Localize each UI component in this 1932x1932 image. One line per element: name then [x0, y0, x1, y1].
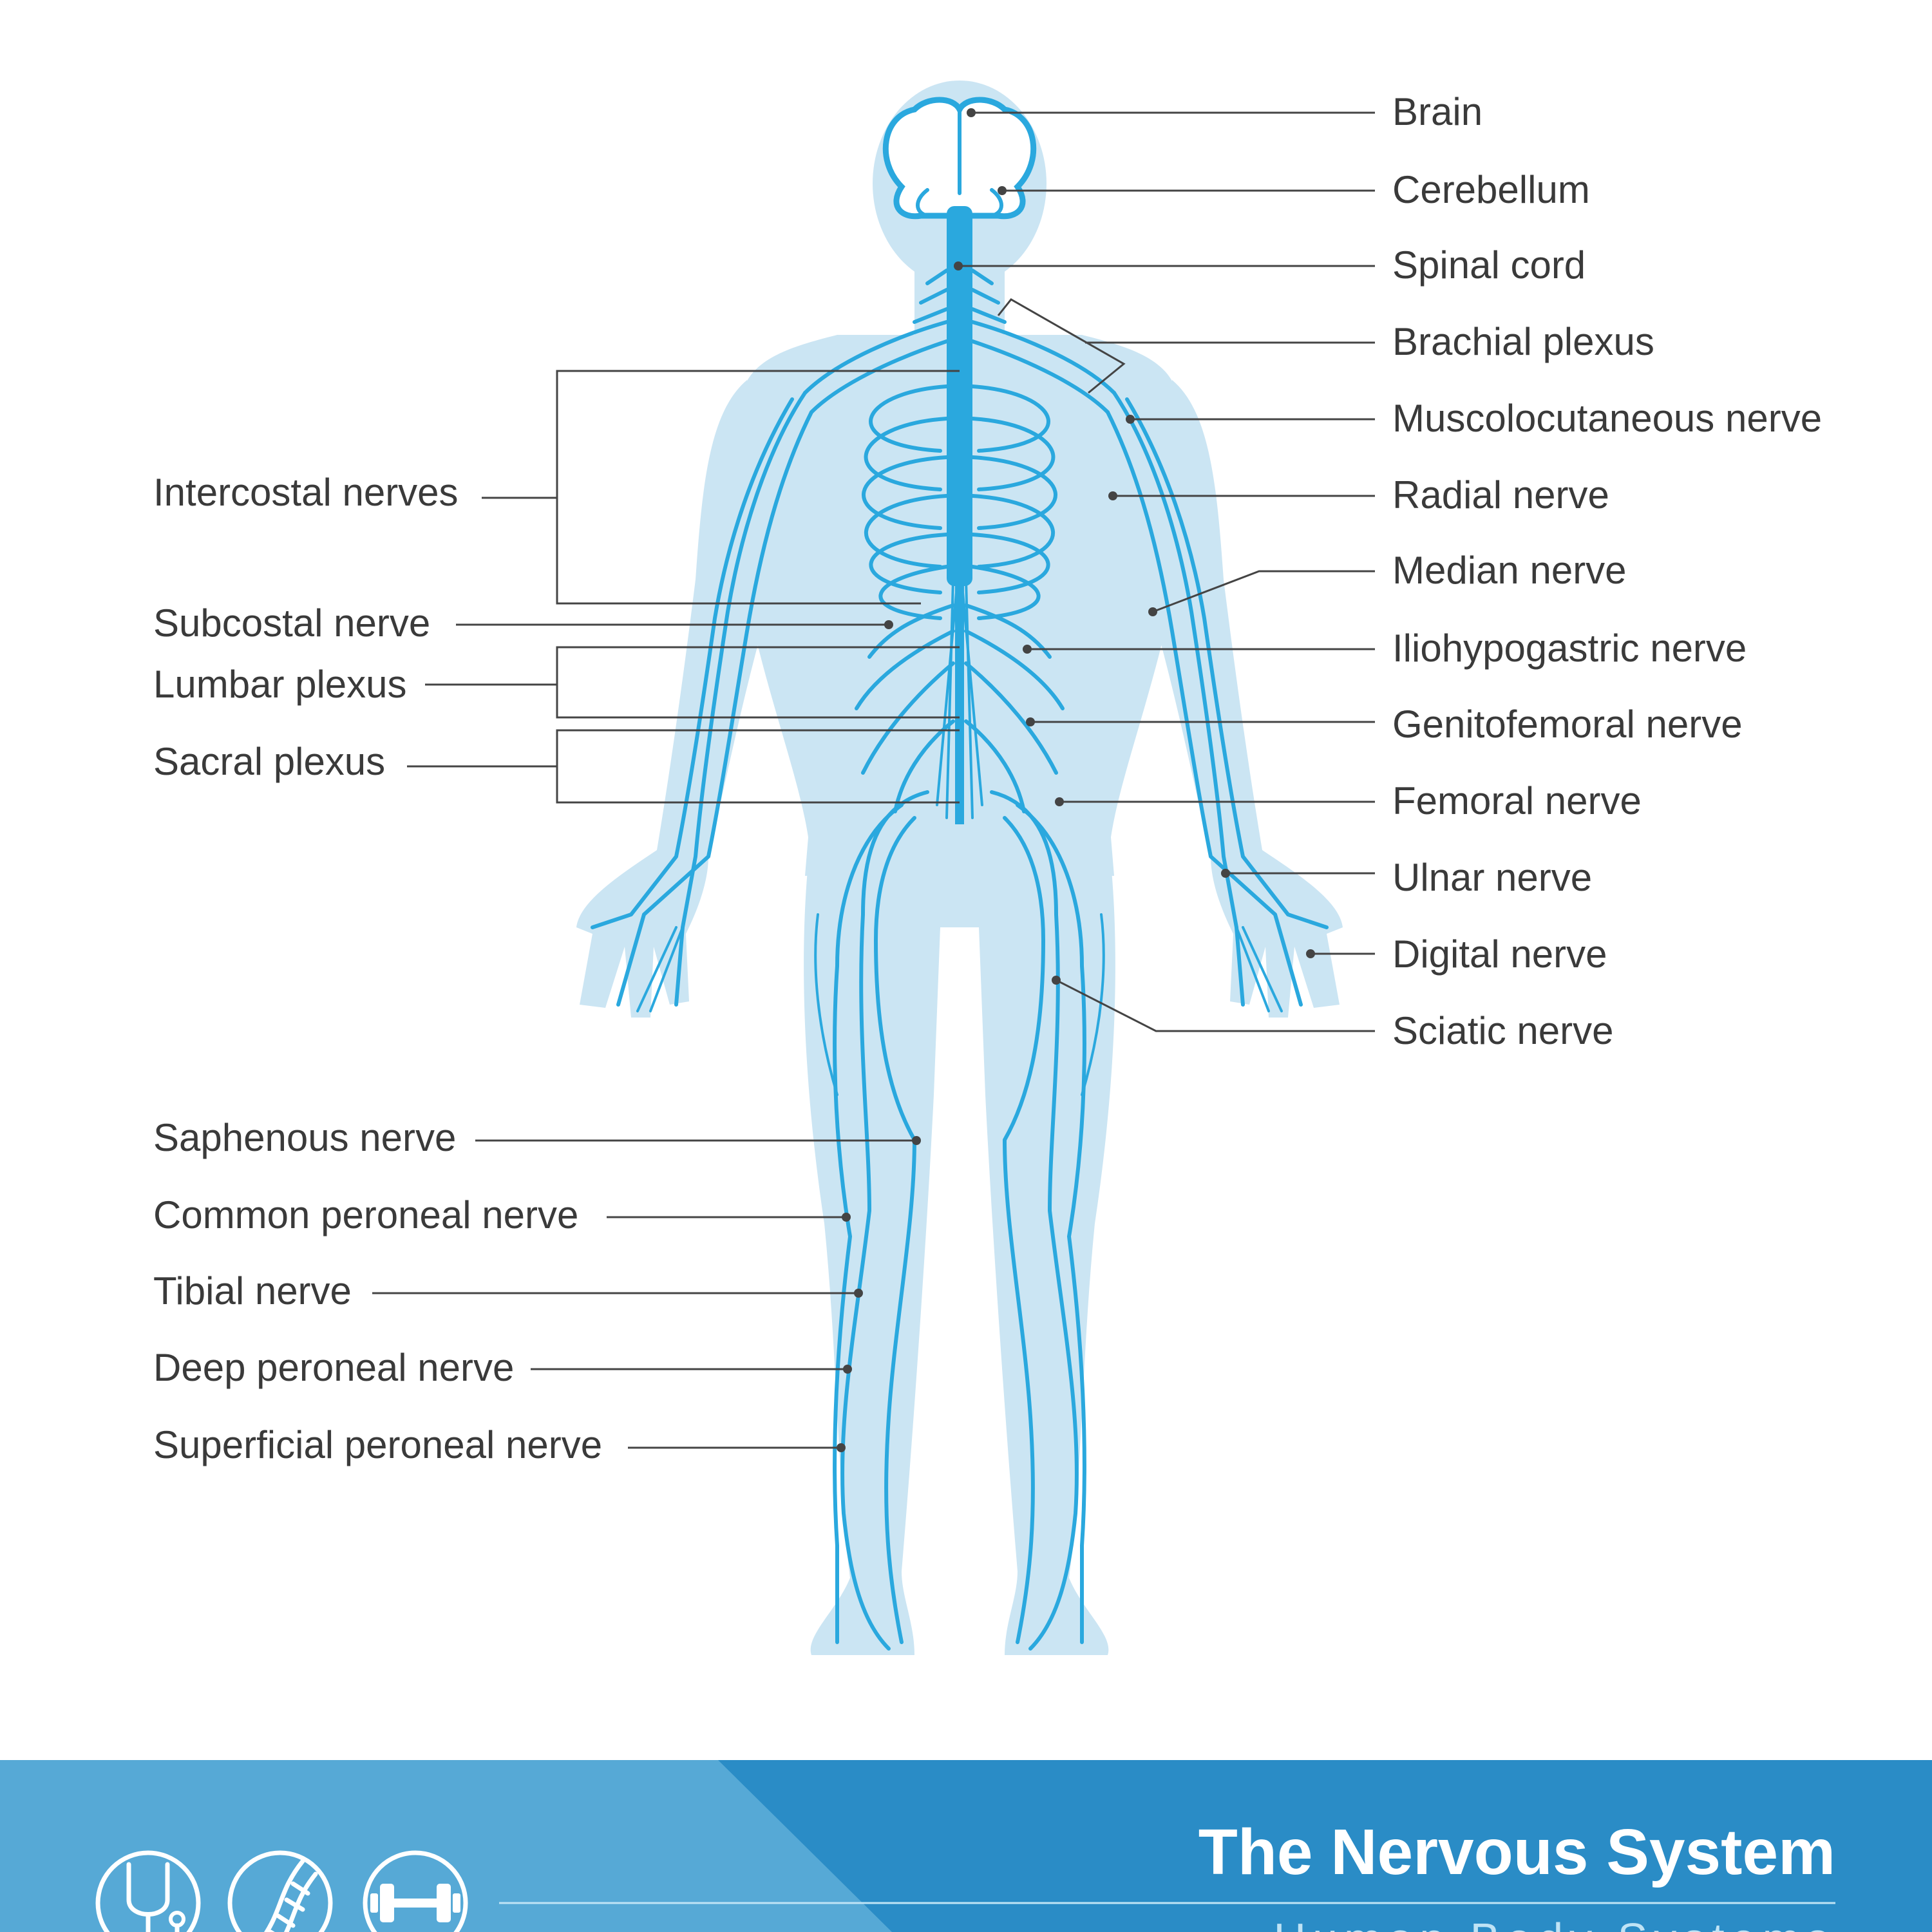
intercostal-branches [862, 384, 1057, 620]
footer-subtitle: Human Body Systems [1274, 1914, 1835, 1932]
dna-icon [227, 1850, 333, 1932]
label-lumbar-plexus: Lumbar plexus [153, 663, 407, 706]
left-upper-leaders [407, 370, 960, 804]
left-arm-nerves [1106, 391, 1329, 1012]
left-labels: Intercostal nerves Subcostal nerve Lumba… [153, 471, 602, 1466]
label-superficial-peroneal-nerve: Superficial peroneal nerve [153, 1423, 602, 1466]
label-muscolocutaneous-nerve: Muscolocutaneous nerve [1392, 397, 1822, 440]
label-iliohypogastric-nerve: Iliohypogastric nerve [1392, 627, 1747, 670]
cauda-equina [936, 578, 983, 819]
right-leaders [954, 108, 1375, 1032]
label-femoral-nerve: Femoral nerve [1392, 779, 1642, 822]
footer-title: The Nervous System [1198, 1816, 1835, 1888]
right-labels: Brain Cerebellum Spinal cord Brachial pl… [1392, 90, 1822, 1052]
label-spinal-cord: Spinal cord [1392, 243, 1586, 287]
label-common-peroneal-nerve: Common peroneal nerve [153, 1193, 578, 1236]
brain-shape [882, 97, 1037, 220]
label-ulnar-nerve: Ulnar nerve [1392, 856, 1592, 899]
label-digital-nerve: Digital nerve [1392, 933, 1607, 976]
footer-accent [0, 1760, 892, 1932]
label-median-nerve: Median nerve [1392, 549, 1627, 592]
label-deep-peroneal-nerve: Deep peroneal nerve [153, 1346, 514, 1389]
label-subcostal-nerve: Subcostal nerve [153, 601, 430, 645]
brachial-branches [803, 320, 1116, 414]
label-cerebellum: Cerebellum [1392, 168, 1590, 211]
label-radial-nerve: Radial nerve [1392, 473, 1609, 516]
label-tibial-nerve: Tibial nerve [153, 1269, 352, 1312]
spinal-cord-shape [947, 206, 972, 586]
label-sacral-plexus: Sacral plexus [153, 740, 385, 783]
label-brain: Brain [1392, 90, 1482, 133]
stethoscope-icon [95, 1850, 201, 1932]
left-leg-nerves [990, 790, 1105, 1651]
label-saphenous-nerve: Saphenous nerve [153, 1116, 456, 1159]
nerve-network [591, 97, 1329, 1651]
label-brachial-plexus: Brachial plexus [1392, 320, 1654, 363]
label-sciatic-nerve: Sciatic nerve [1392, 1009, 1613, 1052]
cervical-branches [913, 269, 1007, 324]
left-lower-leaders [372, 1136, 921, 1452]
right-arm-nerves [591, 391, 813, 1012]
label-genitofemoral-nerve: Genitofemoral nerve [1392, 703, 1743, 746]
footer-banner: The Nervous System Human Body Systems [0, 1760, 1932, 1932]
dumbbell-icon [363, 1850, 468, 1932]
label-intercostal-nerves: Intercostal nerves [153, 471, 459, 514]
